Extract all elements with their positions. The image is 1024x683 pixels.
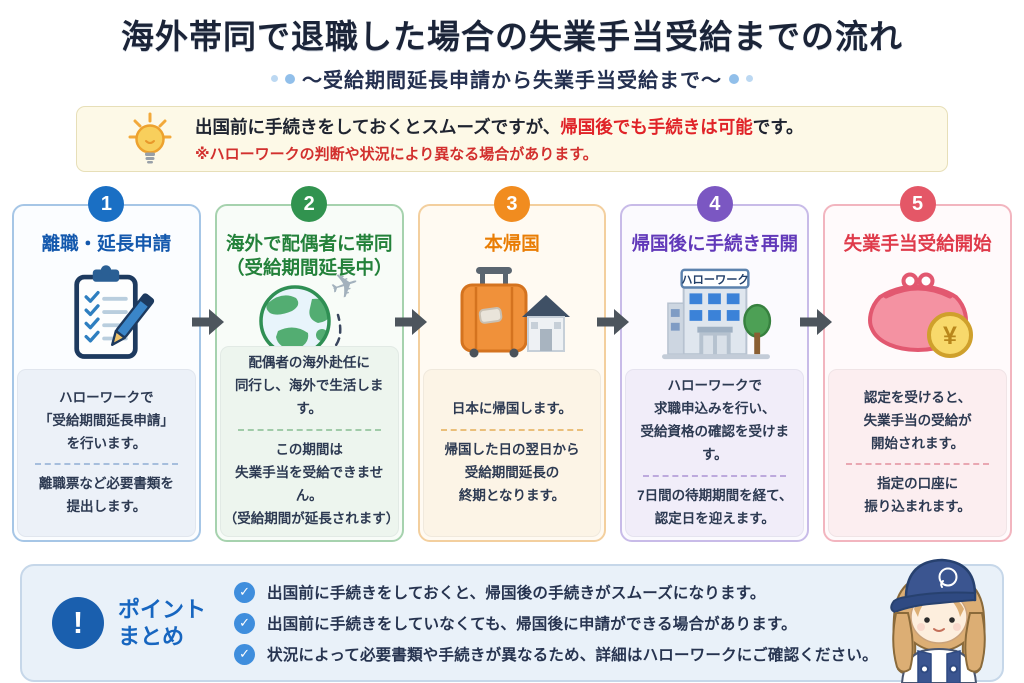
subtitle-dot xyxy=(746,75,753,82)
step-card-5: 5 失業手当受給開始 ¥ xyxy=(823,186,1012,542)
step-title: 海外で配偶者に帯同 （受給期間延長中） xyxy=(225,233,393,279)
airplane-glyph: ✈ xyxy=(326,265,365,309)
step-description-bottom: 離職票など必要書類を 提出します。 xyxy=(38,476,174,515)
dashed-divider xyxy=(846,463,989,466)
subtitle-dot xyxy=(729,73,739,84)
step-detail-panel: 配偶者の海外赴任に 同行し、海外で生活します。 この期間は 失業手当を受給できま… xyxy=(219,346,400,537)
step-card-3: 3 本帰国 xyxy=(417,186,607,542)
coin-purse-icon: ¥ xyxy=(860,256,976,369)
step-card-body: 海外で配偶者に帯同 （受給期間延長中） xyxy=(214,204,404,542)
flow-arrow-icon xyxy=(394,186,427,542)
point-text: 出国前に手続きをしていなくても、帰国後に申請ができる場合があります。 xyxy=(267,616,797,633)
cap-elephant-logo xyxy=(938,567,958,587)
exclamation-icon: ! xyxy=(52,597,104,649)
notice-line1-after: です。 xyxy=(752,117,804,137)
step-description-top: 認定を受けると、 失業手当の受給が 開始されます。 xyxy=(863,389,972,451)
step-card-body: 帰国後に手続き再開 xyxy=(620,204,810,542)
step-card-1: 1 離職・延長申請 xyxy=(12,186,201,542)
point-text: 状況によって必要書類や手続きが異なるため、詳細はハローワークにご確認ください。 xyxy=(267,647,878,664)
points-summary-box: ! ポイント まとめ ✓ 出国前に手続きをしておくと、帰国後の手続きがスムーズに… xyxy=(20,564,1004,682)
step-number-badge: 4 xyxy=(696,186,733,222)
step-card-body: 失業手当受給開始 ¥ 認定を受けると、 失業手当の受給が 開始されます xyxy=(823,204,1012,542)
point-text: 出国前に手続きをしておくと、帰国後の手続きがスムーズになります。 xyxy=(267,585,766,602)
step-detail-panel: 認定を受けると、 失業手当の受給が 開始されます。 指定の口座に 振り込まれます… xyxy=(828,369,1007,537)
step-description-top: ハローワークで 「受給期間延長申請」 を行います。 xyxy=(38,389,174,451)
dashed-divider xyxy=(237,429,381,432)
girl-character-illustration xyxy=(890,558,986,683)
step-description-bottom: 指定の口座に 振り込まれます。 xyxy=(864,476,971,515)
notice-box: 出国前に手続きをしておくとスムーズですが、帰国後でも手続きは可能です。 ※ハロー… xyxy=(76,106,948,172)
points-label: ポイント まとめ xyxy=(118,596,207,650)
step-card-body: 離職・延長申請 xyxy=(12,204,201,542)
point-item: ✓ 出国前に手続きをしておくと、帰国後の手続きがスムーズになります。 xyxy=(234,581,878,603)
dashed-divider xyxy=(440,429,584,432)
clipboard-checklist-icon xyxy=(54,256,158,369)
steps-flow: 1 離職・延長申請 xyxy=(12,186,1012,542)
points-header: ! ポイント まとめ xyxy=(52,596,206,651)
point-item: ✓ 出国前に手続きをしていなくても、帰国後に申請ができる場合があります。 xyxy=(234,612,878,634)
check-icon: ✓ xyxy=(234,643,256,665)
flow-arrow-icon xyxy=(191,186,224,542)
notice-line1-before: 出国前に手続きをしておくとスムーズですが、 xyxy=(195,117,561,137)
page-title: 海外帯同で退職した場合の失業手当受給までの流れ xyxy=(121,18,903,55)
globe-airplane-icon: ✈ xyxy=(250,265,368,359)
step-detail-panel: 日本に帰国します。 帰国した日の翌日から 受給期間延長の 終期となります。 xyxy=(422,369,602,537)
notice-caption: ※ハローワークの判断や状況により異なる場合があります。 xyxy=(195,146,598,163)
page-subtitle: ～受給期間延長申請から失業手当受給まで～ xyxy=(0,64,1024,93)
check-icon: ✓ xyxy=(234,581,256,603)
yen-symbol: ¥ xyxy=(943,322,957,350)
suitcase-house-icon xyxy=(452,256,572,369)
lightbulb-icon xyxy=(128,112,172,164)
subtitle-dot xyxy=(285,73,295,84)
step-detail-panel: ハローワークで 「受給期間延長申請」 を行います。 離職票など必要書類を 提出し… xyxy=(17,369,196,537)
character-eye xyxy=(924,617,930,623)
notice-text: 出国前に手続きをしておくとスムーズですが、帰国後でも手続きは可能です。 ※ハロー… xyxy=(195,114,803,164)
step-title: 失業手当受給開始 xyxy=(843,233,992,254)
check-icon: ✓ xyxy=(234,612,256,634)
step-description-top: ハローワークで 求職申込みを行い、 受給資格の確認を受けます。 xyxy=(640,378,790,462)
flow-arrow-icon xyxy=(800,186,833,542)
step-description-bottom: この期間は 失業手当を受給できません。 （受給期間が延長されます） xyxy=(223,442,400,527)
step-description-bottom: 帰国した日の翌日から 受給期間延長の 終期となります。 xyxy=(444,442,580,503)
step-description-top: 配偶者の海外赴任に 同行し、海外で生活します。 xyxy=(234,355,384,417)
step-title: 離職・延長申請 xyxy=(41,233,172,254)
step-description-top: 日本に帰国します。 xyxy=(451,401,573,417)
subtitle-text: ～受給期間延長申請から失業手当受給まで～ xyxy=(302,70,722,92)
dashed-divider xyxy=(643,474,787,477)
dashed-divider xyxy=(35,463,178,466)
flow-arrow-icon xyxy=(597,186,630,542)
point-item: ✓ 状況によって必要書類や手続きが異なるため、詳細はハローワークにご確認ください… xyxy=(234,643,878,665)
notice-line1: 出国前に手続きをしておくとスムーズですが、帰国後でも手続きは可能です。 xyxy=(195,114,803,139)
points-list: ✓ 出国前に手続きをしておくと、帰国後の手続きがスムーズになります。 ✓ 出国前… xyxy=(234,581,878,665)
hellowork-sign-text: ハローワーク xyxy=(681,273,749,286)
step-detail-panel: ハローワークで 求職申込みを行い、 受給資格の確認を受けます。 7日間の待期期間… xyxy=(625,369,805,537)
step-number-badge: 5 xyxy=(899,186,936,222)
step-card-4: 4 帰国後に手続き再開 xyxy=(620,186,810,542)
subtitle-dot xyxy=(271,75,278,82)
step-title: 本帰国 xyxy=(484,233,540,254)
hellowork-building-icon: ハローワーク xyxy=(655,256,775,369)
step-card-2: 2 海外で配偶者に帯同 （受給期間延長中） xyxy=(214,186,404,542)
step-number-badge: 1 xyxy=(88,186,125,222)
character-eye xyxy=(949,617,955,623)
step-number-badge: 3 xyxy=(493,186,530,222)
step-number-badge: 2 xyxy=(291,186,328,222)
notice-line1-highlight: 帰国後でも手続きは可能 xyxy=(560,117,753,137)
header: 海外帯同で退職した場合の失業手当受給までの流れ ～受給期間延長申請から失業手当受… xyxy=(0,0,1024,93)
step-description-bottom: 7日間の待期期間を経て、 認定日を迎えます。 xyxy=(637,487,793,526)
step-card-body: 本帰国 xyxy=(417,204,607,542)
step-title: 帰国後に手続き再開 xyxy=(631,233,799,254)
